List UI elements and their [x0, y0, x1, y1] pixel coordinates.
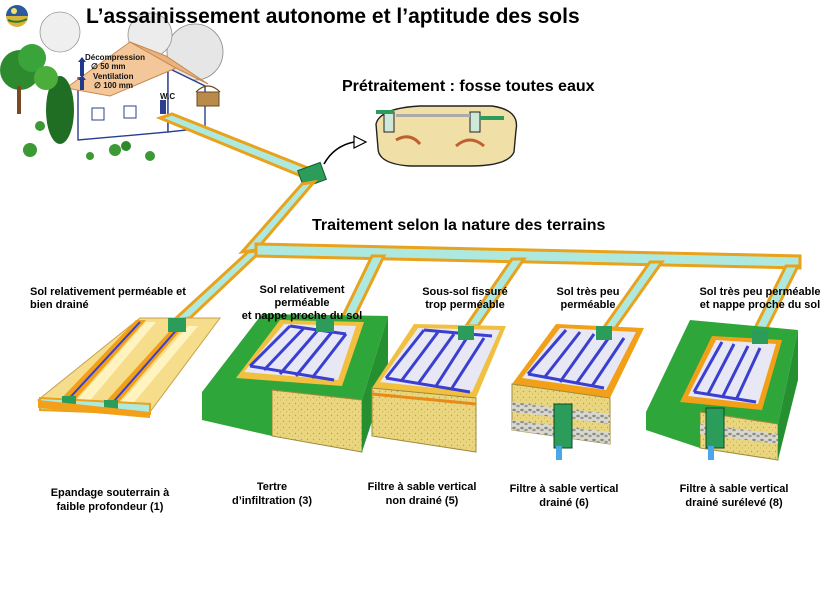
- ventilation-label: Ventilation: [93, 72, 134, 81]
- system-epandage-illustration: [36, 317, 221, 418]
- house-illustration: [0, 11, 224, 161]
- septic-tank-illustration: [375, 105, 518, 167]
- arrow-to-tank-icon: [323, 141, 355, 165]
- effluent-pipe: [155, 112, 802, 332]
- ventilation-size: ∅ 100 mm: [94, 81, 133, 90]
- decompression-label: Décompression: [85, 53, 146, 62]
- logo-icon: [6, 5, 28, 27]
- treatment-title: Traitement selon la nature des terrains: [312, 217, 606, 234]
- system-filtre-surleve-illustration: [646, 320, 798, 461]
- wc-label: W.C: [160, 92, 176, 101]
- system-tertre-illustration: [202, 314, 388, 453]
- pretreatment-title: Prétraitement : fosse toutes eaux: [342, 78, 595, 95]
- decompression-size: ∅ 50 mm: [91, 62, 126, 71]
- system-filtre-non-draine-illustration: [371, 324, 506, 453]
- page-title: L’assainissement autonome et l’aptitude …: [86, 5, 580, 28]
- system-filtre-draine-illustration: [511, 324, 644, 460]
